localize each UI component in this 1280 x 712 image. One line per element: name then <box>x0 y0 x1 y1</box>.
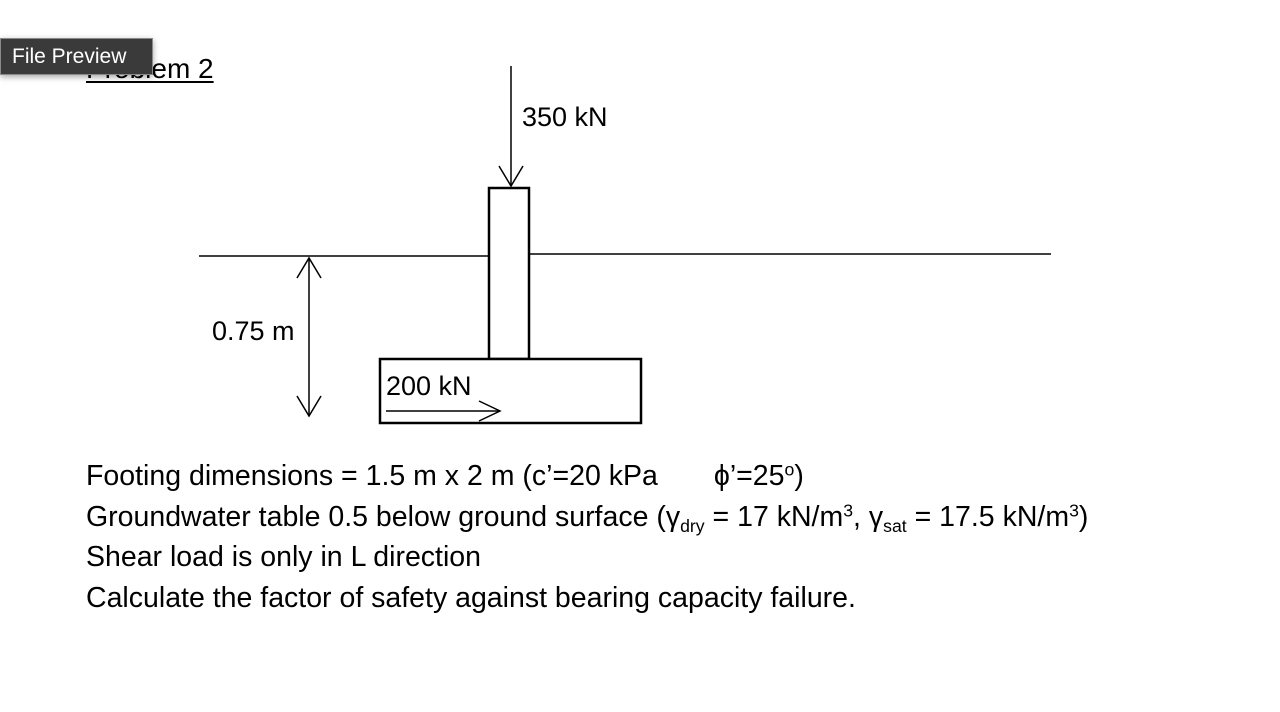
statement-footing-dimensions: Footing dimensions = 1.5 m x 2 m (c’=20 … <box>86 459 804 492</box>
horizontal-load-label: 200 kN <box>386 371 472 401</box>
depth-dimension-arrow <box>296 256 322 418</box>
statement-shear-load: Shear load is only in L direction <box>86 541 482 573</box>
depth-label: 0.75 m <box>212 316 295 346</box>
vertical-load-label: 350 kN <box>522 102 608 132</box>
footing <box>378 357 643 425</box>
statement-task: Calculate the factor of safety against b… <box>86 581 856 614</box>
file-preview-badge[interactable]: File Preview <box>0 38 153 75</box>
vertical-load-arrow <box>498 66 524 188</box>
problem-statements: Footing dimensions = 1.5 m x 2 m (c’=20 … <box>86 456 1088 618</box>
statement-groundwater: Groundwater table 0.5 below ground surfa… <box>86 499 1089 536</box>
horizontal-load-arrow <box>386 400 502 422</box>
column <box>487 186 531 361</box>
